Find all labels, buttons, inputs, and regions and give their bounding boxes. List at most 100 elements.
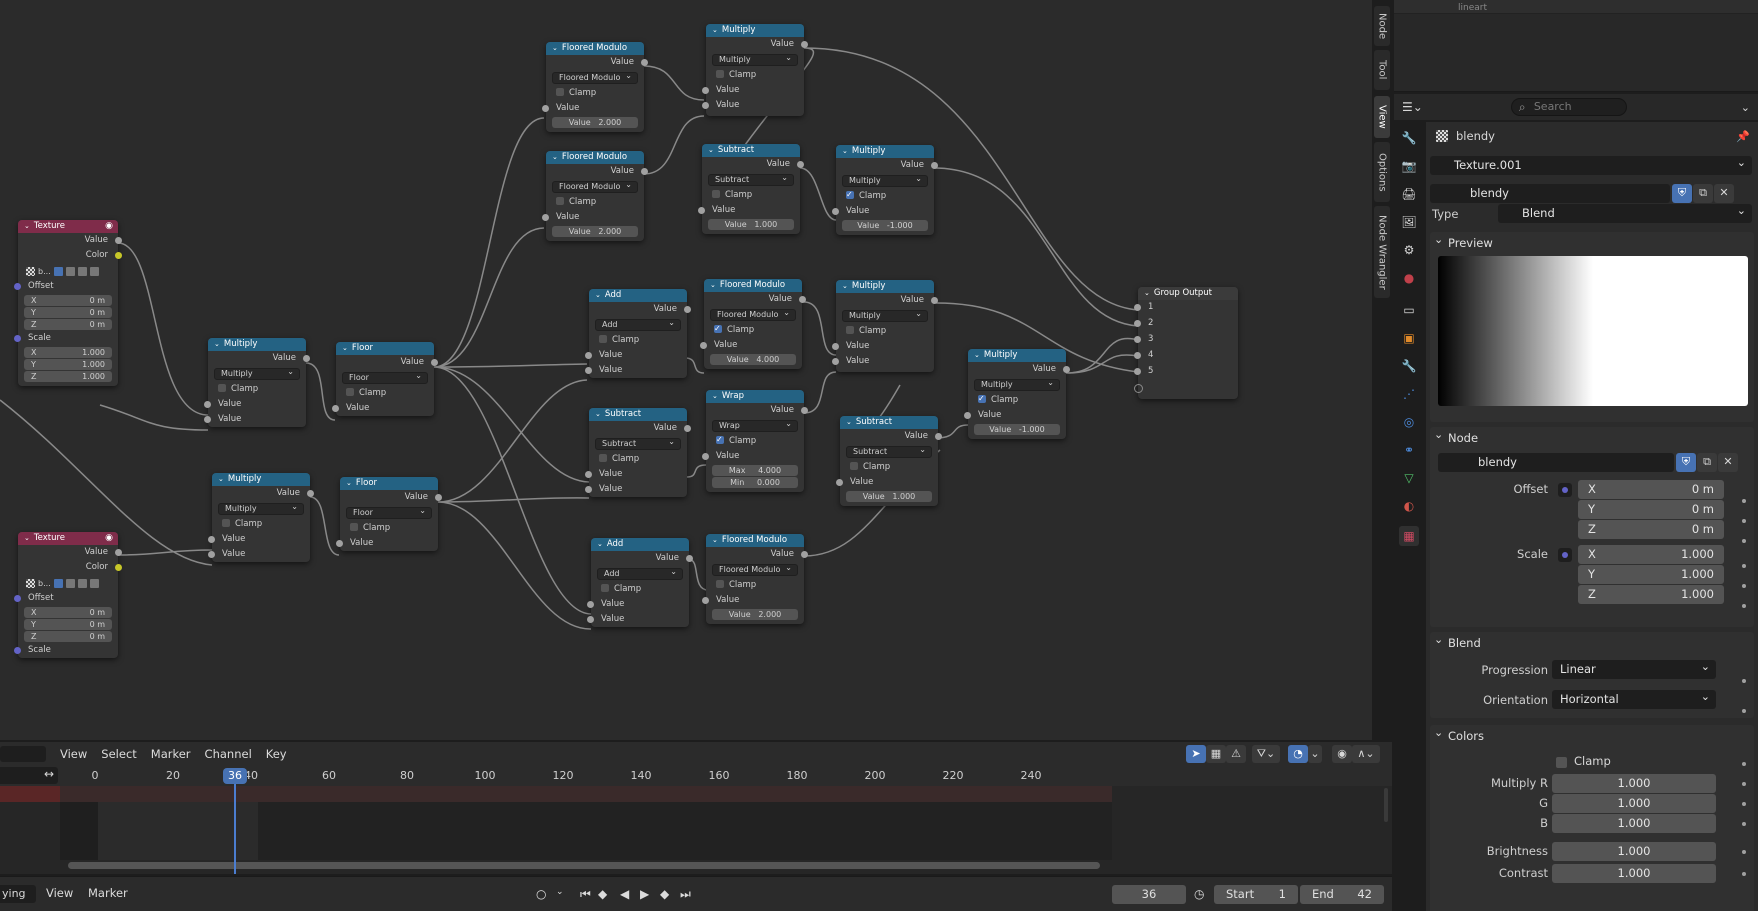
texture-icon[interactable]: ▦ xyxy=(1399,526,1419,546)
next-keyframe-icon[interactable]: ◆ xyxy=(660,887,670,901)
value-field[interactable]: Value 2.000 xyxy=(552,117,638,128)
floored-modulo-node-1[interactable]: ⌄Floored Modulo Value Floored Modulo Cla… xyxy=(542,42,648,132)
clamp-checkbox[interactable]: Clamp xyxy=(836,324,934,339)
clamp-checkbox[interactable]: Clamp xyxy=(706,68,804,83)
operation-dropdown[interactable]: Floor xyxy=(342,371,428,384)
proportional-edit-icon[interactable]: ◉ xyxy=(1332,745,1352,763)
warning-icon[interactable]: ⚠ xyxy=(1226,745,1246,763)
clamp-checkbox[interactable]: Clamp xyxy=(336,386,434,401)
output-value[interactable]: Value xyxy=(336,355,438,370)
floored-modulo-node-3[interactable]: ⌄Floored Modulo Value Floored Modulo Cla… xyxy=(700,279,806,369)
multiply-node-1[interactable]: ⌄Multiply Value Multiply Clamp Value Val… xyxy=(204,338,310,427)
tool-icon[interactable]: 🔧 xyxy=(1401,131,1417,145)
operation-dropdown[interactable]: Wrap xyxy=(712,419,798,432)
blend-panel-header[interactable]: Blend xyxy=(1432,629,1752,654)
chevron-down-icon[interactable]: ⌄ xyxy=(595,410,601,418)
add-node-2[interactable]: ⌄Add Value Add Clamp Value Value xyxy=(587,538,693,627)
input-value-2[interactable]: Value xyxy=(587,612,689,627)
jump-end-icon[interactable]: ⏭ xyxy=(680,887,691,901)
output-value[interactable]: Value xyxy=(836,293,938,308)
duplicate-icon[interactable] xyxy=(65,266,75,276)
menu-key[interactable]: Key xyxy=(265,747,287,761)
output-socket-4[interactable]: 4 xyxy=(1134,348,1238,364)
play-icon[interactable]: ▶ xyxy=(640,887,650,901)
operation-dropdown[interactable]: Multiply xyxy=(974,378,1060,391)
fake-user-shield-icon[interactable]: ⛨ xyxy=(1672,184,1692,203)
operation-dropdown[interactable]: Floored Modulo xyxy=(710,308,796,321)
data-icon[interactable]: ▽ xyxy=(1404,471,1414,485)
swap-arrows-icon[interactable]: ↔ xyxy=(43,767,54,781)
chevron-down-icon[interactable]: ⌄ xyxy=(1740,100,1750,114)
keyframe-dot[interactable] xyxy=(1742,709,1746,713)
clamp-checkbox[interactable]: Clamp xyxy=(702,188,800,203)
pin-icon[interactable]: 📌 xyxy=(1736,129,1750,143)
tab-options[interactable]: Options xyxy=(1374,142,1390,202)
keyframe-dot[interactable] xyxy=(1742,499,1746,503)
multiply-node-4[interactable]: ⌄Multiply Value Multiply Clamp Value Val… xyxy=(832,145,938,235)
orientation-dropdown[interactable]: Horizontal xyxy=(1552,687,1716,709)
playback-dropdown[interactable]: ying xyxy=(0,885,36,903)
value-field[interactable]: Value 2.000 xyxy=(712,609,798,620)
chevron-down-icon[interactable]: ⌄ xyxy=(712,26,718,34)
contrast-field[interactable]: 1.000 xyxy=(1552,864,1716,883)
operation-dropdown[interactable]: Floored Modulo xyxy=(712,563,798,576)
chevron-down-icon[interactable]: ⌄ xyxy=(552,44,558,52)
wrap-node[interactable]: ⌄Wrap Value Wrap Clamp Value Max 4.000 M… xyxy=(702,390,808,492)
operation-dropdown[interactable]: Multiply xyxy=(842,309,928,322)
input-value-1[interactable]: Value xyxy=(587,597,689,612)
subtract-node-1[interactable]: ⌄Subtract Value Subtract Clamp Value Val… xyxy=(698,144,804,234)
operation-dropdown[interactable]: Floored Modulo xyxy=(552,71,638,84)
texture-selector[interactable]: b... xyxy=(18,575,118,591)
scene-icon[interactable]: ⚙ xyxy=(1403,243,1415,257)
keyframe-dot[interactable] xyxy=(1742,762,1746,766)
output-value[interactable]: Value xyxy=(212,486,314,501)
value-field[interactable]: Value 1.000 xyxy=(846,491,932,502)
box-select-icon[interactable]: ▦ xyxy=(1206,745,1226,763)
operation-dropdown[interactable]: Floor xyxy=(346,506,432,519)
max-field[interactable]: Max 4.000 xyxy=(712,465,798,476)
clamp-checkbox[interactable]: Clamp xyxy=(546,86,644,101)
clamp-checkbox[interactable]: Clamp xyxy=(836,187,934,204)
input-value-1[interactable]: Value xyxy=(336,536,438,551)
output-value[interactable]: Value xyxy=(18,545,122,560)
play-reverse-icon[interactable]: ◀ xyxy=(620,887,630,901)
chevron-down-icon[interactable]: ⌄ xyxy=(842,147,848,155)
output-value[interactable]: Value xyxy=(18,233,122,248)
offset-input[interactable]: Offset xyxy=(14,279,118,294)
duplicate-icon[interactable]: ⧉ xyxy=(1697,453,1717,472)
preview-panel-header[interactable]: Preview xyxy=(1432,229,1752,254)
output-value[interactable]: Value xyxy=(591,551,693,566)
output-value[interactable]: Value xyxy=(704,292,806,307)
keyframe-dot[interactable] xyxy=(1742,679,1746,683)
output-socket-2[interactable]: 2 xyxy=(1134,316,1238,332)
chevron-down-icon[interactable]: ⌄ xyxy=(846,418,852,426)
input-value-2[interactable]: Value xyxy=(702,98,804,113)
filter-icon[interactable]: ⛛⌄ xyxy=(1252,745,1280,763)
input-value-1[interactable]: Value xyxy=(208,532,310,547)
chevron-down-icon[interactable]: ⌄ xyxy=(24,534,30,542)
material-icon[interactable]: ◐ xyxy=(1403,499,1415,513)
texture-name-field[interactable]: blendy xyxy=(1430,184,1670,203)
multiply-node-6[interactable]: ⌄Multiply Value Multiply Clamp Value Val… xyxy=(964,349,1070,439)
view-layer-icon[interactable]: 🖼 xyxy=(1401,215,1417,229)
playhead-line[interactable] xyxy=(234,784,236,874)
clamp-checkbox[interactable]: Clamp xyxy=(706,432,804,449)
tab-tool[interactable]: Tool xyxy=(1374,50,1390,90)
input-value-2[interactable]: Value xyxy=(585,482,687,497)
progression-dropdown[interactable]: Linear xyxy=(1552,657,1716,679)
clamp-checkbox[interactable]: Clamp xyxy=(704,321,802,338)
output-value[interactable]: Value xyxy=(340,490,442,505)
floored-modulo-node-2[interactable]: ⌄Floored Modulo Value Floored Modulo Cla… xyxy=(542,151,648,241)
colors-panel-header[interactable]: Colors xyxy=(1432,722,1752,747)
menu-marker[interactable]: Marker xyxy=(88,886,128,900)
